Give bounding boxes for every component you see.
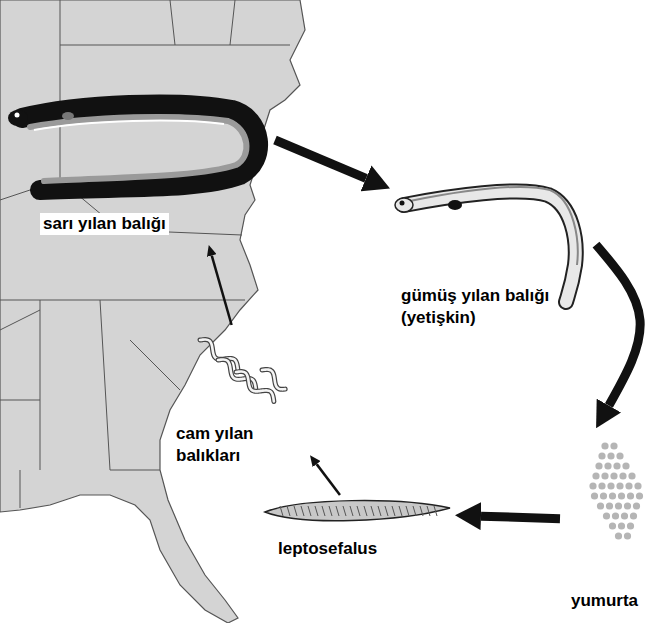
stage-label: gümüş yılan balığı (yetişkin) [398, 285, 594, 329]
stage-label: cam yılan balıkları [173, 423, 284, 467]
silver-eel [395, 187, 578, 302]
eggs [589, 442, 643, 539]
stage-node: cam yılan balıkları [170, 325, 310, 490]
life-cycle-arrow [275, 140, 366, 178]
glass-eels [200, 340, 285, 402]
stage-node: leptosefalus [260, 495, 455, 570]
yellow-eel [8, 104, 258, 190]
life-cycle-arrow [212, 256, 232, 325]
stage-node: gümüş yılan balığı (yetişkin) [390, 180, 596, 350]
stage-node: sarı yılan balığı [10, 95, 275, 245]
stage-node: yumurta [560, 430, 660, 615]
stage-label: sarı yılan balığı [40, 213, 169, 235]
leptocephalus [265, 501, 450, 521]
stage-label: leptosefalus [275, 538, 380, 560]
land [0, 0, 305, 623]
stage-label: yumurta [568, 590, 641, 612]
life-cycle-arrow [317, 464, 340, 495]
life-cycle-arrow [481, 516, 560, 519]
map [0, 0, 305, 623]
state-borders [0, 0, 290, 508]
life-cycle-arrow [596, 245, 640, 406]
